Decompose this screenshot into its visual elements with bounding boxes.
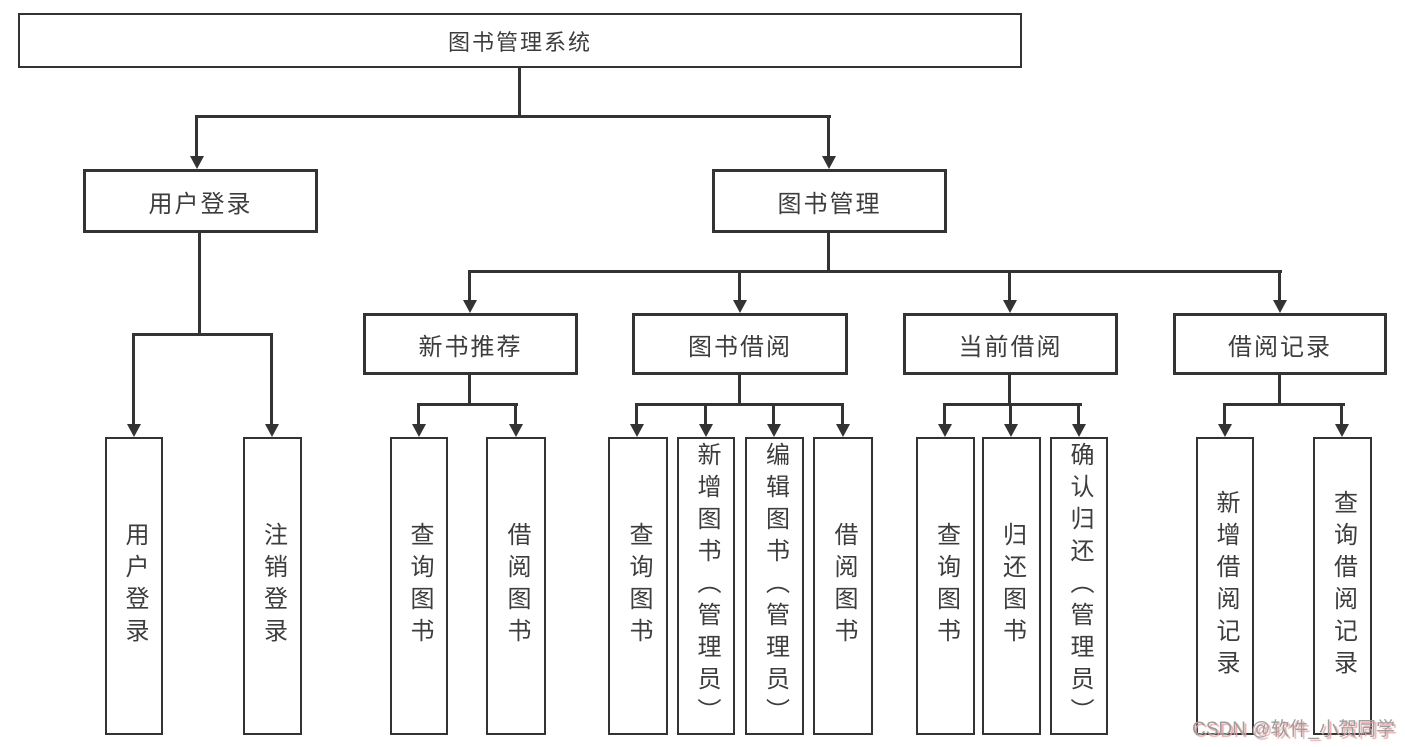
- connector-line: [198, 233, 201, 336]
- connector-line: [1077, 403, 1080, 424]
- connector-line: [1340, 403, 1343, 424]
- connector-line: [1223, 403, 1226, 424]
- arrow-down-icon: [463, 300, 477, 313]
- arrow-down-icon: [1335, 424, 1349, 437]
- connector-line: [468, 270, 1282, 273]
- leaf-borrow-books: 借阅图书: [813, 437, 873, 735]
- leaf-query-books-recommend: 查询图书: [390, 437, 448, 735]
- connector-line: [468, 375, 471, 406]
- node-current-borrowing: 当前借阅: [903, 313, 1118, 375]
- node-library-management-system: 图书管理系统: [18, 13, 1022, 68]
- connector-line: [514, 403, 517, 424]
- connector-line: [772, 403, 775, 424]
- connector-line: [1223, 403, 1345, 406]
- arrow-down-icon: [836, 424, 850, 437]
- connector-line: [132, 333, 135, 424]
- arrow-down-icon: [767, 424, 781, 437]
- connector-line: [468, 270, 471, 301]
- connector-line: [827, 233, 830, 273]
- connector-line: [1008, 375, 1011, 406]
- connector-line: [518, 68, 521, 118]
- leaf-borrow-books-recommend: 借阅图书: [486, 437, 546, 735]
- node-book-management: 图书管理: [712, 169, 947, 233]
- connector-line: [943, 403, 946, 424]
- leaf-query-borrow-record: 查询借阅记录: [1313, 437, 1372, 735]
- leaf-query-books-borrow: 查询图书: [608, 437, 668, 735]
- connector-line: [195, 115, 831, 118]
- arrow-down-icon: [127, 424, 141, 437]
- leaf-user-login: 用户登录: [105, 437, 163, 735]
- leaf-query-books-current: 查询图书: [916, 437, 975, 735]
- arrow-down-icon: [733, 300, 747, 313]
- connector-line: [841, 403, 844, 424]
- arrow-down-icon: [1004, 424, 1018, 437]
- leaf-confirm-return-admin: 确认归还（管理员）: [1050, 437, 1108, 735]
- connector-line: [195, 115, 198, 157]
- arrow-down-icon: [265, 424, 279, 437]
- connector-line: [635, 403, 638, 424]
- connector-line: [270, 333, 273, 424]
- arrow-down-icon: [1273, 300, 1287, 313]
- arrow-down-icon: [938, 424, 952, 437]
- arrow-down-icon: [699, 424, 713, 437]
- arrow-down-icon: [1218, 424, 1232, 437]
- csdn-watermark: CSDN @软件_小贺同学: [1192, 719, 1395, 740]
- node-user-login: 用户登录: [83, 169, 318, 233]
- leaf-add-books-admin: 新增图书（管理员）: [677, 437, 735, 735]
- arrow-down-icon: [822, 156, 836, 169]
- connector-line: [1008, 270, 1011, 301]
- arrow-down-icon: [630, 424, 644, 437]
- arrow-down-icon: [412, 424, 426, 437]
- connector-line: [738, 270, 741, 301]
- arrow-down-icon: [1003, 300, 1017, 313]
- node-new-book-recommendation: 新书推荐: [363, 313, 578, 375]
- node-borrowing-records: 借阅记录: [1173, 313, 1387, 375]
- connector-line: [1278, 270, 1281, 301]
- arrow-down-icon: [1072, 424, 1086, 437]
- connector-line: [635, 403, 844, 406]
- connector-line: [1278, 375, 1281, 406]
- leaf-edit-books-admin: 编辑图书（管理员）: [745, 437, 804, 735]
- leaf-add-borrow-record: 新增借阅记录: [1196, 437, 1254, 735]
- connector-line: [417, 403, 518, 406]
- leaf-return-books: 归还图书: [982, 437, 1041, 735]
- arrow-down-icon: [509, 424, 523, 437]
- connector-line: [943, 403, 1082, 406]
- node-book-borrowing: 图书借阅: [632, 313, 848, 375]
- connector-line: [704, 403, 707, 424]
- connector-line: [417, 403, 420, 424]
- connector-line: [827, 115, 830, 157]
- connector-line: [132, 333, 273, 336]
- leaf-logout: 注销登录: [243, 437, 302, 735]
- connector-line: [738, 375, 741, 406]
- connector-line: [1009, 403, 1012, 424]
- arrow-down-icon: [190, 156, 204, 169]
